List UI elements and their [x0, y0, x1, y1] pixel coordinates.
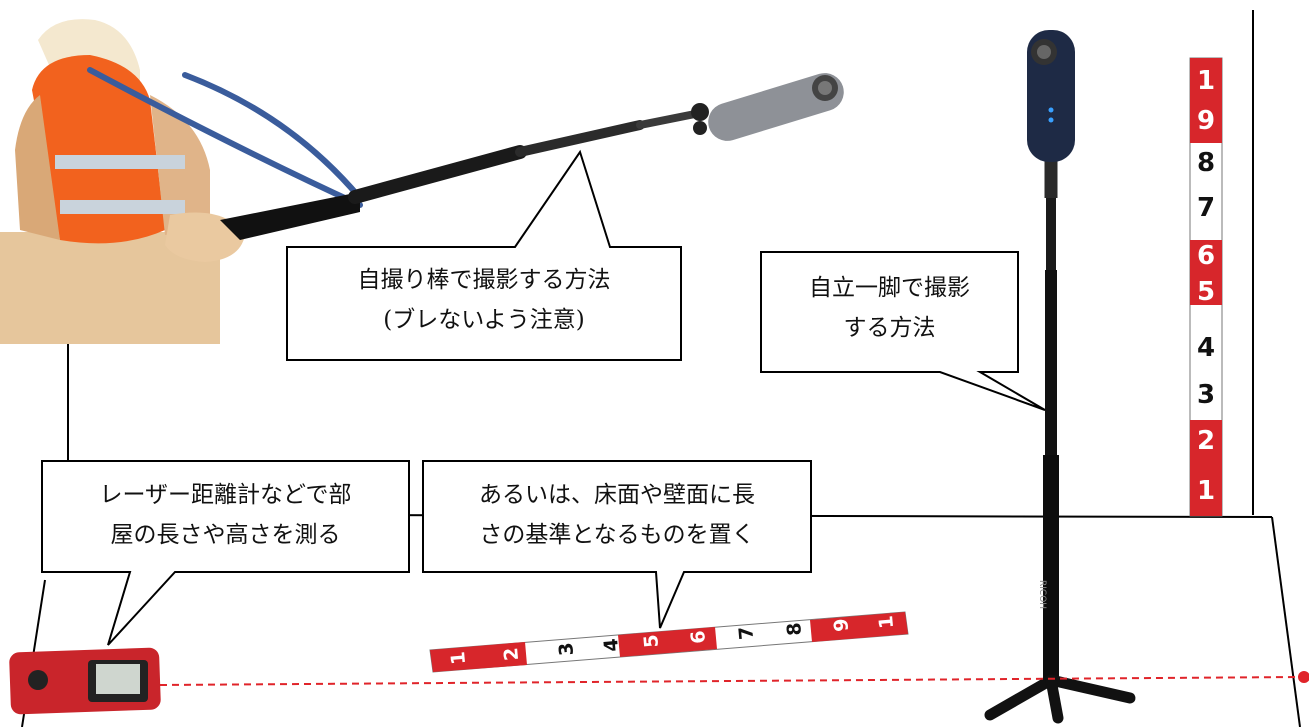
laser-target-dot	[1298, 671, 1309, 683]
callout-reference	[422, 460, 812, 629]
shoulder-strap	[87, 67, 363, 208]
callout-monopod-text: 自立一脚で撮影 する方法	[761, 268, 1018, 349]
rod-label: 9	[1196, 106, 1216, 136]
rod-label: 2	[1196, 426, 1216, 456]
callout-laser	[41, 460, 410, 646]
callout-reference-text: あるいは、床面や壁面に長 さの基準となるものを置く	[423, 475, 811, 556]
callout-line: (ブレないよう注意)	[383, 307, 585, 334]
callout-laser-text: レーザー距離計などで部 屋の長さや高さを測る	[42, 475, 409, 556]
callout-selfie-stick-text: 自撮り棒で撮影する方法 (ブレないよう注意)	[287, 260, 681, 341]
laser-distance-meter	[9, 647, 161, 715]
rod-label: 1	[1196, 66, 1216, 96]
worker-figure	[0, 19, 245, 344]
laser-beam	[159, 676, 1301, 686]
rod-label: 3	[555, 641, 579, 657]
callout-line: さの基準となるものを置く	[479, 522, 755, 549]
floor-measuring-rod	[429, 611, 909, 673]
rod-label: 1	[1196, 476, 1216, 506]
rod-label: 5	[1196, 277, 1216, 307]
rod-label: 1	[447, 650, 471, 666]
rod-label: 8	[1196, 148, 1216, 178]
rod-label: 4	[600, 637, 624, 653]
rod-label: 7	[735, 625, 759, 641]
monopod	[984, 160, 1136, 724]
callout-monopod	[760, 251, 1046, 411]
callout-line: 屋の長さや高さを測る	[110, 522, 341, 549]
callout-line: 自撮り棒で撮影する方法	[357, 267, 611, 293]
callout-line: あるいは、床面や壁面に長	[479, 482, 755, 508]
callout-line: レーザー距離計などで部	[99, 482, 352, 508]
rod-label: 9	[830, 617, 854, 633]
rod-label: 6	[1196, 241, 1216, 271]
rod-label: 1	[875, 614, 899, 630]
rod-label: 8	[783, 621, 807, 637]
rod-label: 5	[640, 633, 664, 649]
360-camera-vertical	[1027, 30, 1075, 162]
selfie-stick	[220, 103, 709, 240]
callout-selfie-stick	[286, 149, 682, 361]
rod-label: 6	[687, 629, 711, 645]
rod-label: 4	[1196, 333, 1216, 363]
callout-line: する方法	[843, 315, 936, 342]
rod-label: 3	[1196, 380, 1216, 410]
360-camera-horizontal	[708, 73, 844, 141]
rod-label: 7	[1196, 193, 1216, 223]
callout-line: 自立一脚で撮影	[809, 275, 970, 301]
monopod-brand: RICOH	[1037, 580, 1047, 609]
rod-label: 2	[500, 646, 524, 662]
vertical-measuring-rod	[1189, 57, 1223, 517]
